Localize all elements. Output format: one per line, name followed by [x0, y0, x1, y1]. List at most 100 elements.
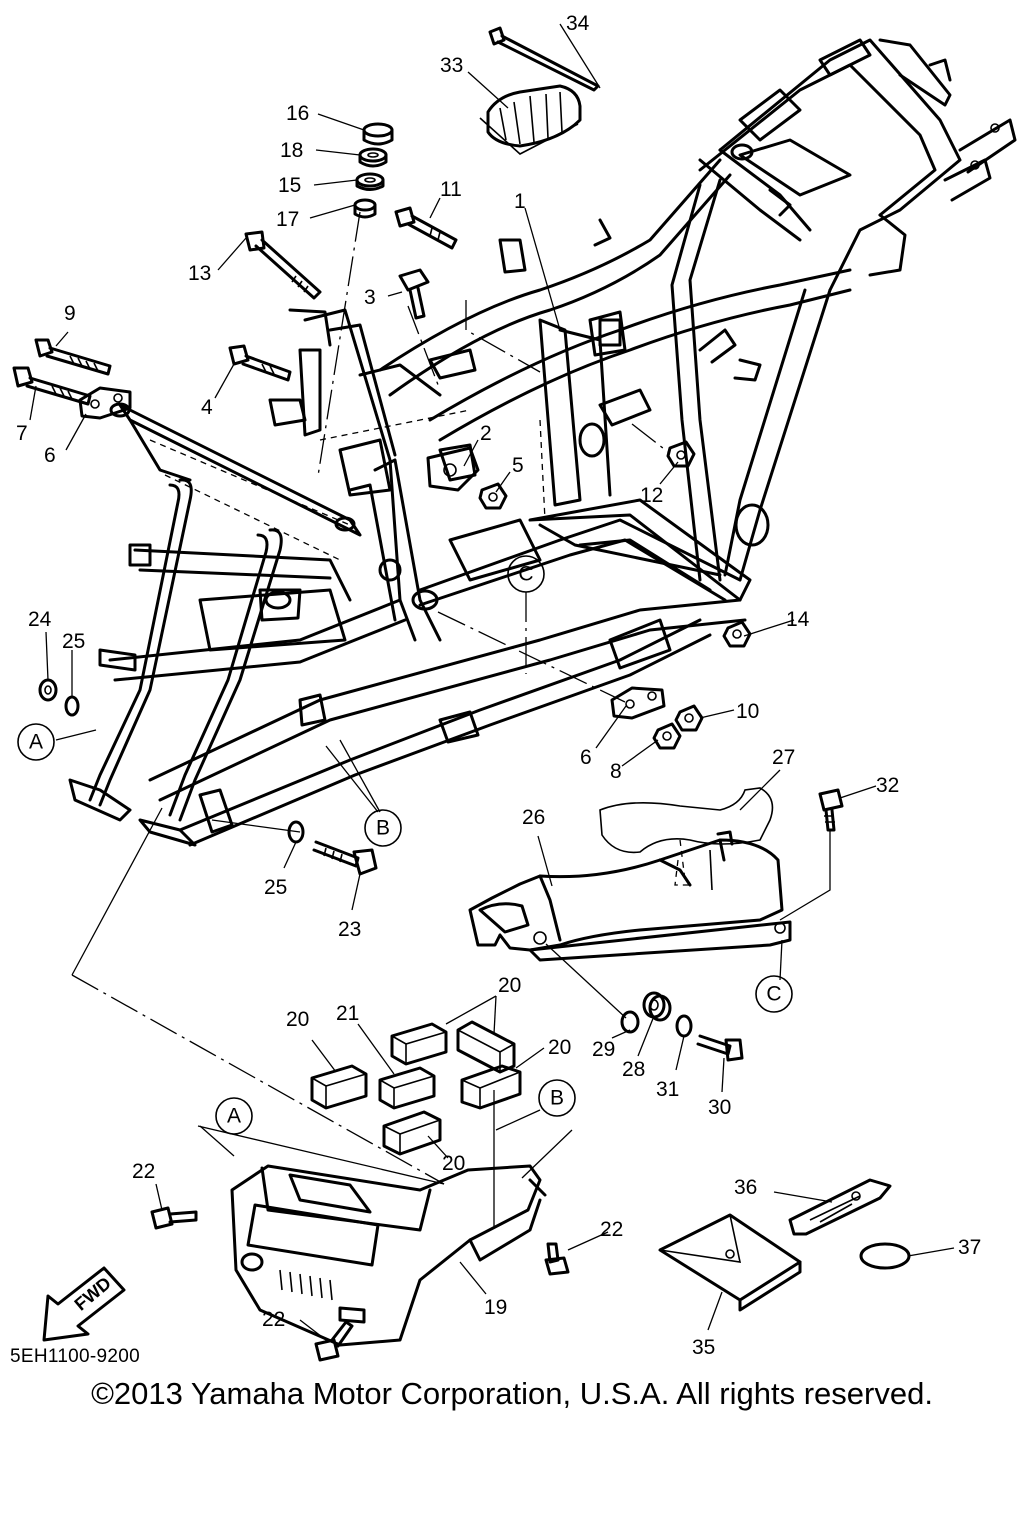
- part-code: 5EH1100-9200: [10, 1346, 141, 1367]
- collar-16-icon: [362, 122, 394, 146]
- ref-mark-a-1: A: [17, 723, 55, 761]
- ref-mark-c-2-label: C: [766, 983, 781, 1006]
- front-guard-19-icon: [230, 1164, 547, 1347]
- bolt-11-icon: [394, 206, 458, 250]
- nut-8-icon: [652, 722, 682, 750]
- ref-mark-b-2: B: [538, 1079, 576, 1117]
- nut-5-icon: [478, 482, 508, 510]
- callout-20b: 20: [498, 974, 521, 997]
- washer-25a-icon: [64, 695, 80, 717]
- bolt-13-icon: [244, 230, 322, 300]
- washer-31-icon: [675, 1014, 693, 1038]
- callout-18: 18: [280, 139, 303, 162]
- ref-mark-c-1: C: [507, 555, 545, 593]
- fasteners: [12, 122, 752, 876]
- callout-17: 17: [276, 208, 299, 231]
- callout-4: 4: [201, 396, 213, 419]
- callout-37: 37: [958, 1236, 981, 1259]
- bolt-23-icon: [312, 840, 378, 876]
- callout-28: 28: [622, 1058, 645, 1081]
- cable-tie-34-icon: [488, 26, 600, 92]
- callout-13: 13: [188, 262, 211, 285]
- callout-30: 30: [708, 1096, 731, 1119]
- callout-15: 15: [278, 174, 301, 197]
- ref-mark-a-2: A: [215, 1097, 253, 1135]
- callout-32: 32: [876, 774, 899, 797]
- callout-25a: 25: [62, 630, 85, 653]
- collar-29-icon: [620, 1010, 640, 1034]
- callout-3: 3: [364, 286, 376, 309]
- collar-15-icon: [355, 172, 385, 191]
- bolt-32-icon: [818, 788, 844, 832]
- spark-plug-wrench-36-icon: [788, 1178, 892, 1236]
- bolt-22c-icon: [314, 1320, 354, 1362]
- collar-17-icon: [353, 198, 377, 219]
- callout-29: 29: [592, 1038, 615, 1061]
- grommet-28-icon: [642, 991, 672, 1022]
- callout-1: 1: [514, 190, 526, 213]
- callout-33: 33: [440, 54, 463, 77]
- callout-labels: 1 2 3 4 5 6 6 7 8 9 10 11 12 13 14 15 16…: [16, 12, 981, 1359]
- callout-2: 2: [480, 422, 492, 445]
- callout-22b: 22: [600, 1218, 623, 1241]
- plate-6b-icon: [610, 686, 666, 720]
- callout-16: 16: [286, 102, 309, 125]
- bolt-22a-icon: [150, 1206, 198, 1230]
- copyright-notice: ©2013 Yamaha Motor Corporation, U.S.A. A…: [91, 1376, 933, 1411]
- callout-26: 26: [522, 806, 545, 829]
- ref-mark-b-2-label: B: [550, 1087, 564, 1110]
- pad-21-icon: [378, 1066, 436, 1110]
- nut-10-icon: [674, 704, 704, 732]
- callout-6a: 6: [44, 444, 56, 467]
- nut-12-icon: [666, 440, 696, 468]
- fwd-arrow-icon: FWD: [42, 1266, 126, 1342]
- ref-mark-b-1: B: [364, 809, 402, 847]
- callout-31: 31: [656, 1078, 679, 1101]
- nut-14-icon: [722, 620, 752, 648]
- bolt-3-icon: [398, 268, 430, 320]
- bolt-30-icon: [696, 1034, 744, 1062]
- guard-26-icon: [468, 830, 792, 962]
- pad-20a-icon: [310, 1064, 368, 1110]
- callout-5: 5: [512, 454, 524, 477]
- callout-6b: 6: [580, 746, 592, 769]
- callout-9: 9: [64, 302, 76, 325]
- fwd-label: FWD: [71, 1273, 115, 1315]
- pad-20e-icon: [382, 1110, 442, 1156]
- bolt-7-icon: [12, 366, 92, 406]
- callout-20a: 20: [286, 1008, 309, 1031]
- pad-20c-icon: [456, 1020, 516, 1074]
- callout-36: 36: [734, 1176, 757, 1199]
- callout-24: 24: [28, 608, 52, 631]
- plate-6-icon: [78, 386, 132, 420]
- pad-20b-icon: [390, 1022, 448, 1066]
- callout-23: 23: [338, 918, 361, 941]
- callout-27: 27: [772, 746, 795, 769]
- bolt-9-icon: [34, 338, 112, 376]
- nut-24-icon: [38, 678, 58, 702]
- callout-22c: 22: [262, 1308, 285, 1331]
- plate-2-icon: [426, 446, 480, 492]
- collar-18-icon: [358, 147, 388, 168]
- pad-20d-icon: [460, 1064, 522, 1110]
- bolt-22b-icon: [544, 1242, 570, 1276]
- frame-assembly: [68, 38, 1017, 881]
- ref-mark-b-1-label: B: [376, 817, 390, 840]
- ref-mark-c-1-label: C: [518, 563, 533, 586]
- ring-37-icon: [859, 1242, 911, 1270]
- ref-mark-a-2-label: A: [227, 1105, 241, 1128]
- damper-33-icon: [479, 84, 582, 155]
- bolt-4-icon: [228, 344, 292, 382]
- callout-7: 7: [16, 422, 28, 445]
- callout-19: 19: [484, 1296, 507, 1319]
- callout-20c: 20: [548, 1036, 571, 1059]
- callout-8: 8: [610, 760, 622, 783]
- callout-14: 14: [786, 608, 810, 631]
- callout-21: 21: [336, 1002, 359, 1025]
- callout-35: 35: [692, 1336, 715, 1359]
- ref-mark-a-1-label: A: [29, 731, 43, 754]
- ref-mark-c-2: C: [755, 975, 793, 1013]
- callout-12: 12: [640, 484, 663, 507]
- callout-20d: 20: [442, 1152, 465, 1175]
